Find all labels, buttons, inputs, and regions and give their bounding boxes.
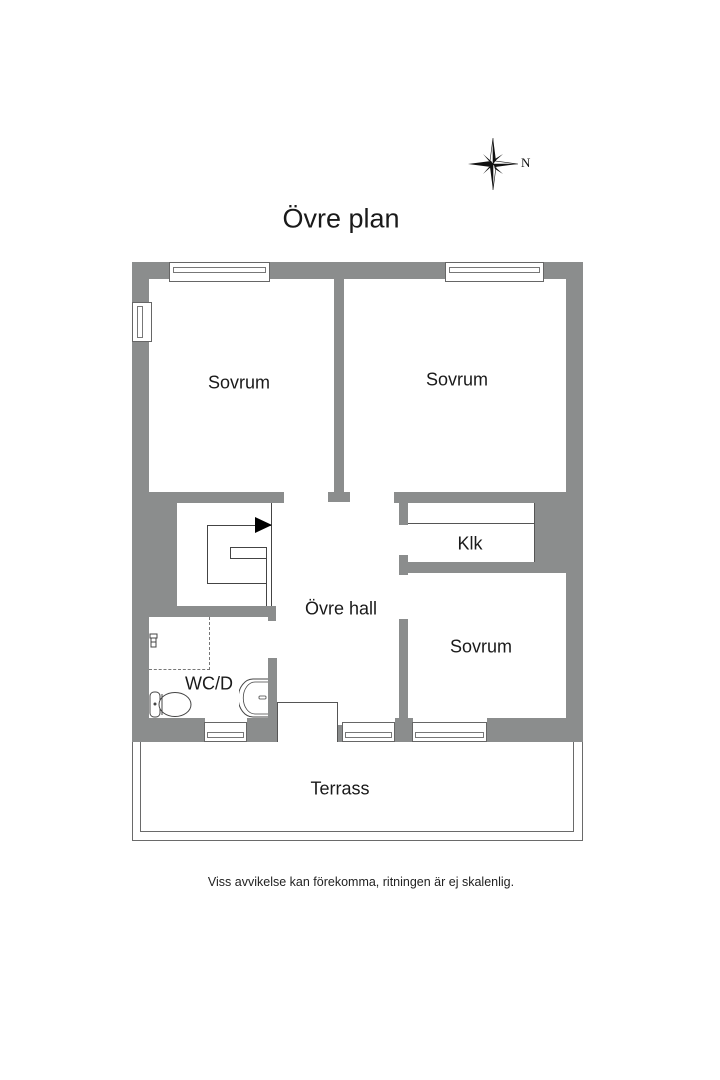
window-bottom-wc xyxy=(204,722,247,742)
toilet-icon xyxy=(149,691,192,718)
wall-divider-cap xyxy=(328,492,350,502)
window-left xyxy=(132,302,152,342)
wall-bottom-block-hall-right xyxy=(337,725,341,742)
wall-stair-left-block xyxy=(132,492,177,616)
room-label-bedroom-top-left: Sovrum xyxy=(207,372,271,393)
sink-icon xyxy=(239,678,268,718)
window-bottom-bedroom xyxy=(412,722,487,742)
wall-bottom-block-br xyxy=(487,718,583,742)
wall-bottom-block-left xyxy=(132,718,205,742)
wall-closet-door-jamb-bottom xyxy=(399,555,408,575)
wall-wc-right xyxy=(268,658,277,728)
north-label: N xyxy=(521,155,531,170)
room-label-bedroom-bottom-right: Sovrum xyxy=(449,636,513,657)
compass: N xyxy=(466,136,536,192)
wall-stair-bottom xyxy=(132,606,268,617)
terrace-inner-outline xyxy=(140,740,574,832)
room-label-upper-hall: Övre hall xyxy=(304,598,378,619)
room-label-terrace: Terrass xyxy=(310,778,370,799)
wall-closet-door-jamb-top xyxy=(399,492,408,525)
hall-landing-outline xyxy=(277,702,338,742)
room-label-wc-shower: WC/D xyxy=(185,673,233,694)
window-top-left xyxy=(169,262,270,282)
room-label-bedroom-top-right: Sovrum xyxy=(425,369,489,390)
wall-closet-bottom xyxy=(399,562,583,573)
disclaimer-text: Viss avvikelse kan förekomma, ritningen … xyxy=(207,875,515,889)
wall-bottom-block-mid xyxy=(395,718,413,742)
stair-arrow-icon xyxy=(255,517,272,533)
window-top-right xyxy=(445,262,544,282)
wall-bedroom-br-left xyxy=(399,619,408,729)
wall-stair-bottom-cap xyxy=(268,606,276,621)
closet-inner-right xyxy=(534,503,535,562)
wall-bedrooms-divider xyxy=(334,262,344,492)
stairs xyxy=(177,503,277,606)
wall-bedroom-right-bottom xyxy=(394,492,583,503)
closet-shelf-line xyxy=(408,523,535,524)
window-bottom-hall xyxy=(342,722,395,742)
room-label-closet: Klk xyxy=(457,533,483,554)
plan-title: Övre plan xyxy=(282,203,400,234)
compass-rose-icon xyxy=(468,137,519,191)
wall-closet-right-block xyxy=(535,492,583,572)
shower-area xyxy=(149,617,210,670)
shower-icon xyxy=(149,633,158,648)
wall-bedroom-left-bottom xyxy=(132,492,284,503)
